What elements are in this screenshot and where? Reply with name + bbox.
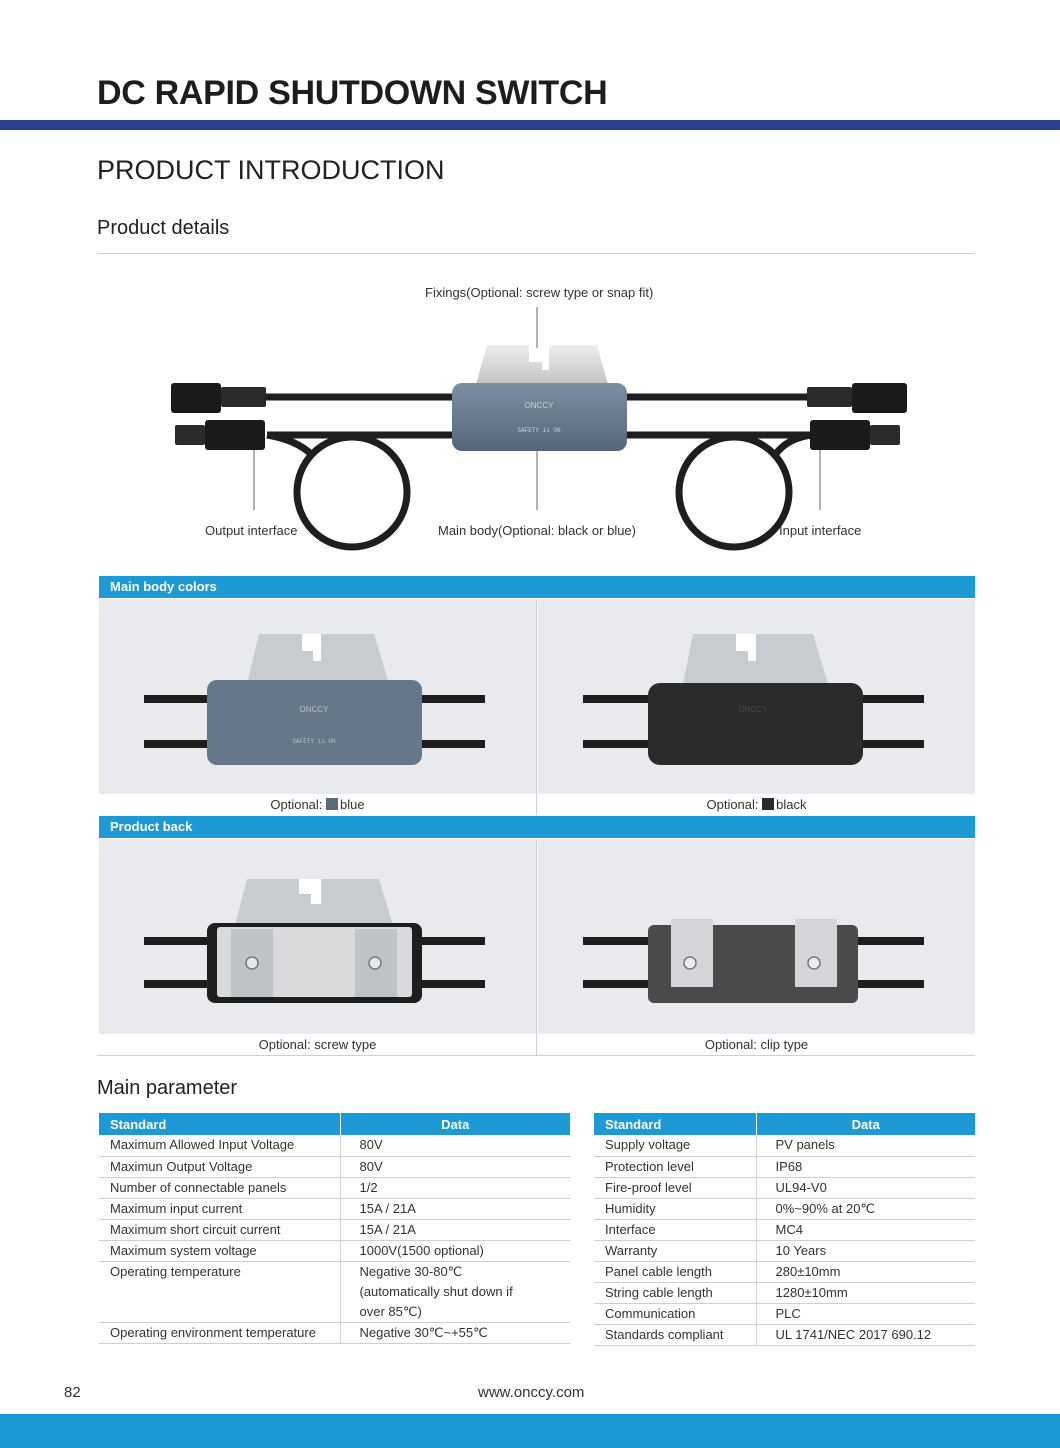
caption-prefix: Optional: [706, 797, 759, 812]
param-name: Fire-proof level [594, 1177, 756, 1199]
callout-fixings: Fixings(Optional: screw type or snap fit… [425, 285, 654, 300]
product-diagram: ONCCY SAFETY is ON Fixings(Optional: scr… [97, 270, 975, 570]
callout-input-interface: Input interface [779, 523, 862, 538]
param-value: 10 Years [755, 1240, 975, 1262]
param-name: Operating temperature [99, 1261, 340, 1323]
param-value: 1/2 [339, 1177, 570, 1199]
title-underline-bar [0, 120, 1060, 130]
column-divider [536, 839, 537, 1055]
param-name: Maximun Output Voltage [99, 1156, 340, 1178]
black-brand-mark: ONCCY [739, 705, 769, 714]
caption-color-name: blue [340, 797, 365, 812]
param-name: Warranty [594, 1240, 756, 1262]
param-value: IP68 [755, 1156, 975, 1178]
caption-screw-type: Optional: screw type [258, 1037, 377, 1052]
blue-swatch [326, 798, 339, 810]
param-name: Maximum input current [99, 1198, 340, 1220]
param-value: 1280±10mm [755, 1282, 975, 1304]
param-value: UL 1741/NEC 2017 690.12 [755, 1324, 975, 1346]
blue-body-photo: ONCCY SAFETY is ON [99, 599, 536, 794]
param-name: Maximum system voltage [99, 1240, 340, 1262]
safety-label: SAFETY is ON [517, 427, 561, 434]
param-name: Standards compliant [594, 1324, 756, 1346]
website-url: www.onccy.com [478, 1384, 585, 1401]
divider [97, 253, 975, 254]
footer-bar [0, 1414, 1060, 1448]
param-value: MC4 [755, 1219, 975, 1241]
param-name: Interface [594, 1219, 756, 1241]
param-value: PLC [755, 1303, 975, 1325]
parameter-table-left: Standard Data Maximum Allowed Input Volt… [99, 1113, 570, 1344]
blue-brand-mark: ONCCY [300, 705, 330, 714]
param-value: Negative 30℃~+55℃ [339, 1322, 570, 1344]
black-swatch [762, 798, 775, 810]
param-value: 80V [339, 1156, 570, 1178]
param-value: UL94-V0 [755, 1177, 975, 1199]
section-title: PRODUCT INTRODUCTION [97, 155, 445, 185]
column-header: Data [339, 1113, 570, 1135]
main-body-colors-band: Main body colors [99, 576, 975, 598]
column-header: Data [755, 1113, 975, 1135]
param-name: Maximum Allowed Input Voltage [99, 1135, 340, 1157]
column-header: Standard [594, 1113, 756, 1135]
product-back-band: Product back [99, 816, 975, 838]
param-name: Supply voltage [594, 1135, 756, 1157]
param-value: 80V [339, 1135, 570, 1157]
caption-black: Optional: black [538, 795, 975, 815]
caption-color-name: black [776, 797, 807, 812]
caption-blue: Optional: blue [99, 795, 536, 815]
black-body-photo: ONCCY [538, 599, 975, 794]
divider [97, 1055, 975, 1056]
rapid-shutdown-illustration: ONCCY SAFETY is ON [171, 307, 907, 551]
param-value: Negative 30-80℃ (automatically shut down… [339, 1261, 570, 1323]
param-name: Communication [594, 1303, 756, 1325]
param-name: Protection level [594, 1156, 756, 1178]
param-name: Operating environment temperature [99, 1322, 340, 1344]
callout-main-body: Main body(Optional: black or blue) [438, 523, 636, 538]
page-number: 82 [64, 1384, 81, 1401]
screw-type-photo [99, 839, 536, 1034]
param-value: 15A / 21A [339, 1219, 570, 1241]
param-value: 0%~90% at 20℃ [755, 1198, 975, 1220]
main-parameter-title: Main parameter [97, 1077, 238, 1099]
subsection-title: Product details [97, 217, 230, 239]
param-value: 15A / 21A [339, 1198, 570, 1220]
clip-type-photo [538, 839, 975, 1034]
param-name: Humidity [594, 1198, 756, 1220]
param-value: 1000V(1500 optional) [339, 1240, 570, 1262]
caption-prefix: Optional: [270, 797, 323, 812]
param-name: String cable length [594, 1282, 756, 1304]
param-name: Panel cable length [594, 1261, 756, 1283]
param-value: 280±10mm [755, 1261, 975, 1283]
blue-safety-label: SAFETY is ON [292, 738, 336, 745]
callout-output-interface: Output interface [205, 523, 298, 538]
param-value: PV panels [755, 1135, 975, 1157]
brand-mark: ONCCY [525, 401, 555, 410]
column-header: Standard [99, 1113, 340, 1135]
page-title: DC RAPID SHUTDOWN SWITCH [97, 74, 608, 112]
param-name: Number of connectable panels [99, 1177, 340, 1199]
param-name: Maximum short circuit current [99, 1219, 340, 1241]
caption-clip-type: Optional: clip type [704, 1037, 809, 1052]
column-divider [536, 599, 537, 815]
